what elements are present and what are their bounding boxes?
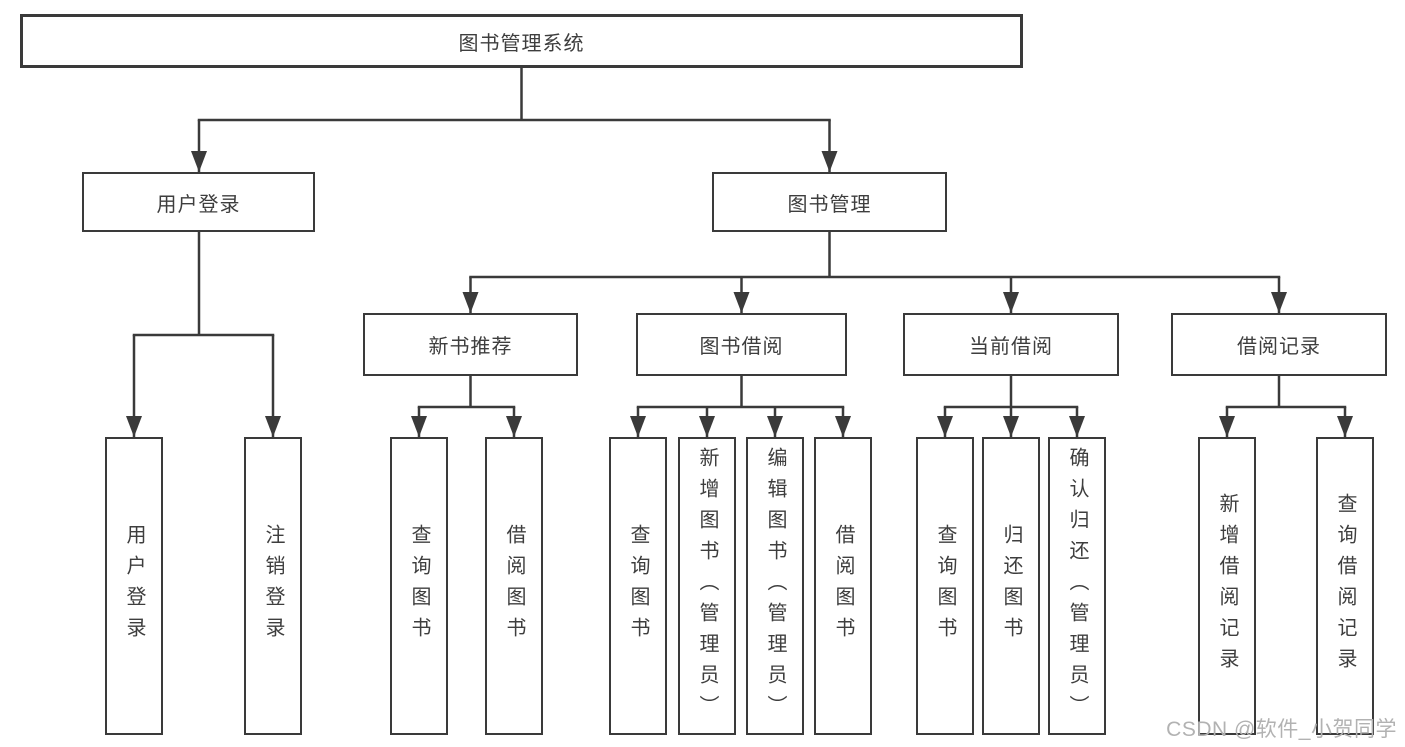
node-new-book-recommend: 新书推荐 <box>363 313 578 376</box>
tree-edges <box>132 66 1347 409</box>
leaf-add-borrow-record: 新增借阅记录 <box>1198 437 1256 735</box>
leaf-query-books-recommend: 查询图书 <box>390 437 448 735</box>
leaf-query-books-borrow: 查询图书 <box>609 437 667 735</box>
leaf-query-books-current: 查询图书 <box>916 437 974 735</box>
node-borrow-records: 借阅记录 <box>1171 313 1387 376</box>
leaf-borrow-books-recommend: 借阅图书 <box>485 437 543 735</box>
node-book-management-branch: 图书管理 <box>712 172 947 232</box>
node-user-login-branch: 用户登录 <box>82 172 315 232</box>
leaf-borrow-books: 借阅图书 <box>814 437 872 735</box>
arrowheads <box>126 120 1353 437</box>
leaf-add-book-admin: 新增图书（管理员） <box>678 437 736 735</box>
leaf-query-borrow-record: 查询借阅记录 <box>1316 437 1374 735</box>
csdn-watermark: CSDN @软件_小贺同学 <box>1166 718 1397 741</box>
node-library-management-system: 图书管理系统 <box>20 14 1023 68</box>
node-book-borrow: 图书借阅 <box>636 313 847 376</box>
leaf-logout: 注销登录 <box>244 437 302 735</box>
node-current-borrow: 当前借阅 <box>903 313 1119 376</box>
leaf-confirm-return-admin: 确认归还（管理员） <box>1048 437 1106 735</box>
leaf-edit-book-admin: 编辑图书（管理员） <box>746 437 804 735</box>
leaf-return-book: 归还图书 <box>982 437 1040 735</box>
leaf-user-login: 用户登录 <box>105 437 163 735</box>
